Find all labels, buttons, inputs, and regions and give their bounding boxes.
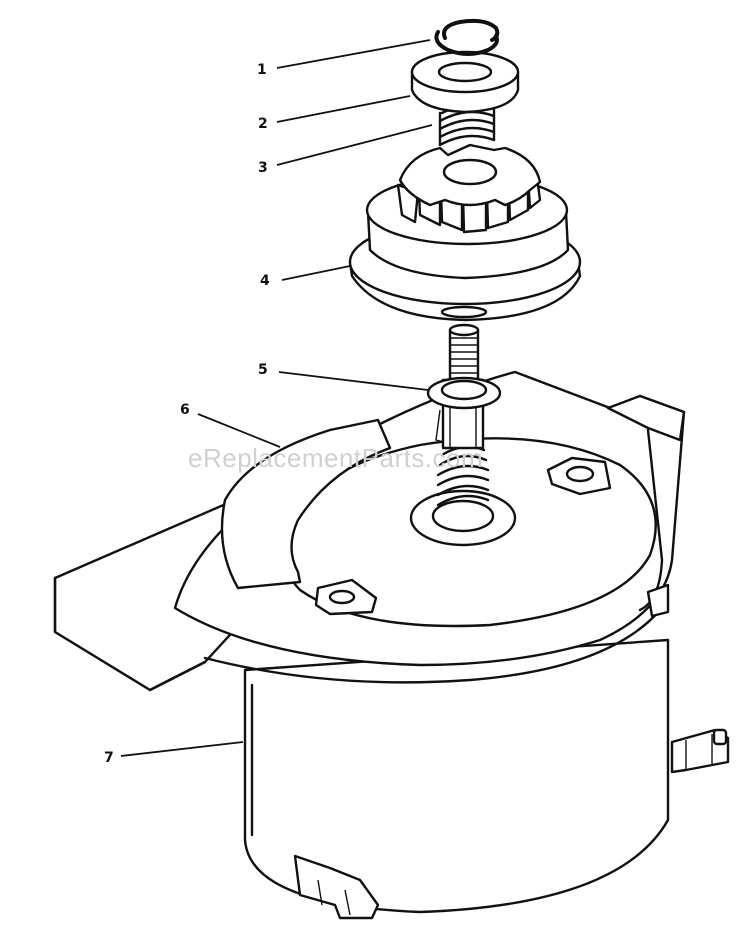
callout-lines: [120, 39, 433, 757]
callout-line-4: [281, 265, 351, 281]
stop-nut: [410, 50, 520, 114]
spring: [438, 103, 496, 147]
part-number-label: 7: [104, 750, 114, 766]
part-number-label: 5: [258, 362, 268, 378]
callout-line-1: [276, 39, 431, 69]
callout-line-5: [278, 371, 429, 391]
armature-shaft: [409, 323, 517, 547]
pinion-gear: [348, 143, 582, 322]
callout-line-3: [276, 124, 433, 166]
part-number-label: 6: [180, 402, 190, 418]
mounting-bracket: [53, 370, 686, 692]
retaining-ring: [434, 18, 500, 56]
starter-motor-housing: [243, 638, 730, 920]
part-numbers: 1 2 3 4 5 6 7: [104, 62, 270, 766]
callout-line-7: [120, 741, 244, 757]
part-number-label: 1: [257, 62, 267, 78]
part-number-label: 4: [260, 273, 270, 289]
washer: [426, 376, 502, 410]
callout-line-6: [197, 413, 281, 448]
part-number-label: 3: [258, 160, 268, 176]
part-number-label: 2: [258, 116, 268, 132]
callout-line-2: [276, 95, 411, 123]
watermark: eReplacementParts.com: [188, 443, 483, 473]
